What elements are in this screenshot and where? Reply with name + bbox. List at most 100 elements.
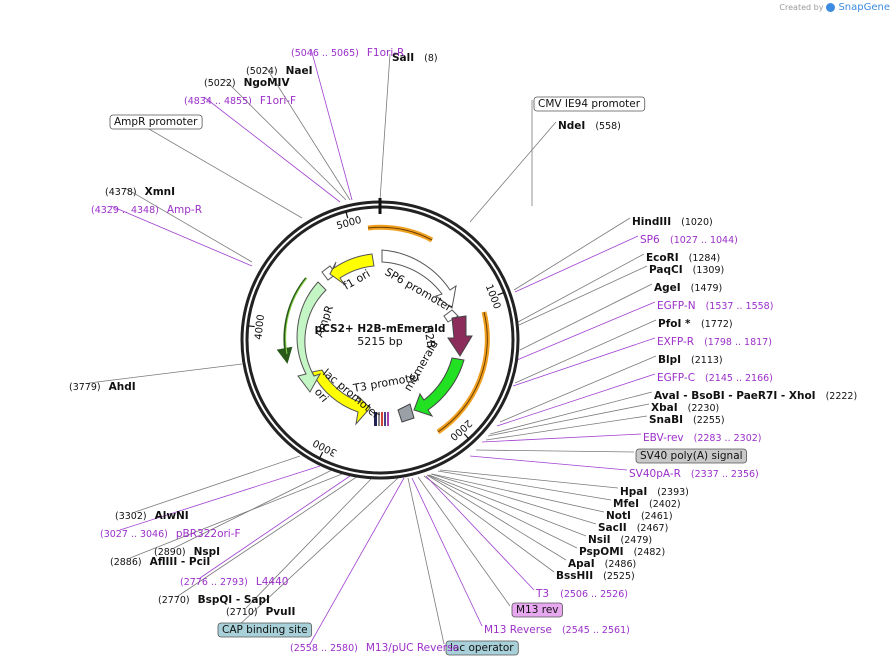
map-label-enzyme: NdeI(558) [558,120,621,132]
brand-name: SnapGene [838,2,890,13]
map-label-primer: T3(2506 .. 2526) [535,588,628,600]
label-coord: (1772) [701,319,733,330]
leader-line [439,469,619,489]
label-name: HindIII [632,216,671,228]
label-name: F1ori-F [260,95,296,107]
map-label-box: lac operator [445,640,519,656]
label-coord: (8) [424,53,437,64]
label-name: PfoI * [658,318,691,330]
map-label-primer: M13 Reverse(2545 .. 2561) [484,624,630,636]
label-coord: (3027 .. 3046) [100,529,168,540]
box-label-text: M13 rev [516,604,559,616]
leader-line [417,476,511,607]
map-label-enzyme: PfoI * (1772) [658,318,733,330]
label-coord: (5046 .. 5065) [291,48,359,59]
label-name: XmnI [145,186,175,198]
leader-lines [88,48,657,645]
label-coord: (1798 .. 1817) [704,337,772,348]
map-label-enzyme: EcoRI(1284) [646,252,720,264]
label-name: XbaI [651,402,678,414]
leader-line [110,205,253,267]
leader-line [425,475,535,591]
map-label-enzyme: BssHII (2525) [556,570,635,582]
feature-sp6-promoter [381,249,457,309]
label-name: BspQI - SapI [198,594,270,606]
label-coord: (2525) [603,571,635,582]
orange-primer-arcs [367,224,490,435]
label-coord: (2113) [691,355,723,366]
label-coord: (4378) [105,187,137,198]
created-by-text: Created by [779,3,824,12]
leader-line [514,319,657,384]
leader-line [487,403,650,437]
leader-line [129,117,303,219]
map-label-enzyme: PaqCI(1309) [649,264,724,276]
leader-line [431,473,605,513]
map-label-enzyme: (2886) AflIII - PciI [110,556,210,568]
label-name: EcoRI [646,252,679,264]
label-name: PvuII [266,606,296,618]
feature-label-h2b: H2B [421,324,438,349]
label-name: EBV-rev [643,432,684,444]
leader-line [245,477,373,609]
map-label-enzyme: SnaBI(2255) [649,414,725,426]
label-coord: (3302) [115,511,147,522]
label-name: HpaI [620,486,647,498]
label-name: NsiI [588,534,611,546]
map-label-enzyme: MfeI(2402) [613,498,681,510]
label-coord: (1479) [691,283,723,294]
map-label-enzyme: (5022)NgoMIV [204,77,290,89]
tick-label: 4000 [253,314,267,340]
label-coord: (2890) [154,547,186,558]
label-coord: (4834 .. 4855) [184,96,252,107]
map-label-enzyme: AvaI - BsoBI - PaeR7I - XhoI(2222) [654,390,857,402]
leader-line [223,78,347,201]
map-label-enzyme: NsiI(2479) [588,534,652,546]
map-label-enzyme: HpaI(2393) [620,486,689,498]
label-coord: (2486) [605,559,637,570]
tick-mark [497,291,505,296]
label-name: AflIII - PciI [150,556,211,568]
leader-line [469,121,557,223]
leader-line [203,96,341,203]
leader-line [310,48,353,201]
map-label-primer: (4834 .. 4855) F1ori-F [184,95,296,107]
leader-line [119,465,321,531]
leader-line [379,53,391,201]
label-coord: (2467) [637,523,669,534]
leader-line [407,477,445,645]
box-label-text: lac operator [450,642,514,654]
feature-f1-ori [329,253,375,285]
label-name: NotI [606,510,631,522]
label-name: ApaI [568,558,595,570]
label-name: BssHII [556,570,593,582]
map-label-enzyme: BlpI (2113) [658,354,723,366]
label-coord: (2545 .. 2561) [562,625,630,636]
leader-line [514,235,639,293]
map-label-enzyme: (2770)BspQI - SapI [158,594,270,606]
label-coord: (2506 .. 2526) [560,589,628,600]
feature-memerald [413,357,465,417]
leader-line [499,355,657,423]
map-label-enzyme: XbaI(2230) [651,402,719,414]
label-box [445,640,519,656]
label-name: NaeI [286,65,313,77]
label-coord: (2558 .. 2580) [290,643,358,654]
map-label-primer: (5046 .. 5065)F1ori-R [291,47,404,59]
feature-ampr [296,281,327,393]
map-label-enzyme: SacII (2467) [598,522,668,534]
map-label-enzyme: (2890)NspI [154,546,220,558]
box-label-text: SV40 poly(A) signal [640,450,743,462]
label-name: SacII [598,522,627,534]
map-label-primer: EGFP-C(2145 .. 2166) [657,372,773,384]
leader-line [427,474,578,549]
label-name: AvaI - BsoBI - PaeR7I - XhoI [654,390,816,402]
leader-line [265,66,351,201]
label-box [533,96,646,112]
snapgene-branding: Created by SnapGene [779,2,890,13]
label-name: BlpI [658,354,681,366]
map-label-enzyme: (3779)AhdI [69,381,136,393]
label-coord: (2886) [110,557,142,568]
leader-line [475,449,635,453]
